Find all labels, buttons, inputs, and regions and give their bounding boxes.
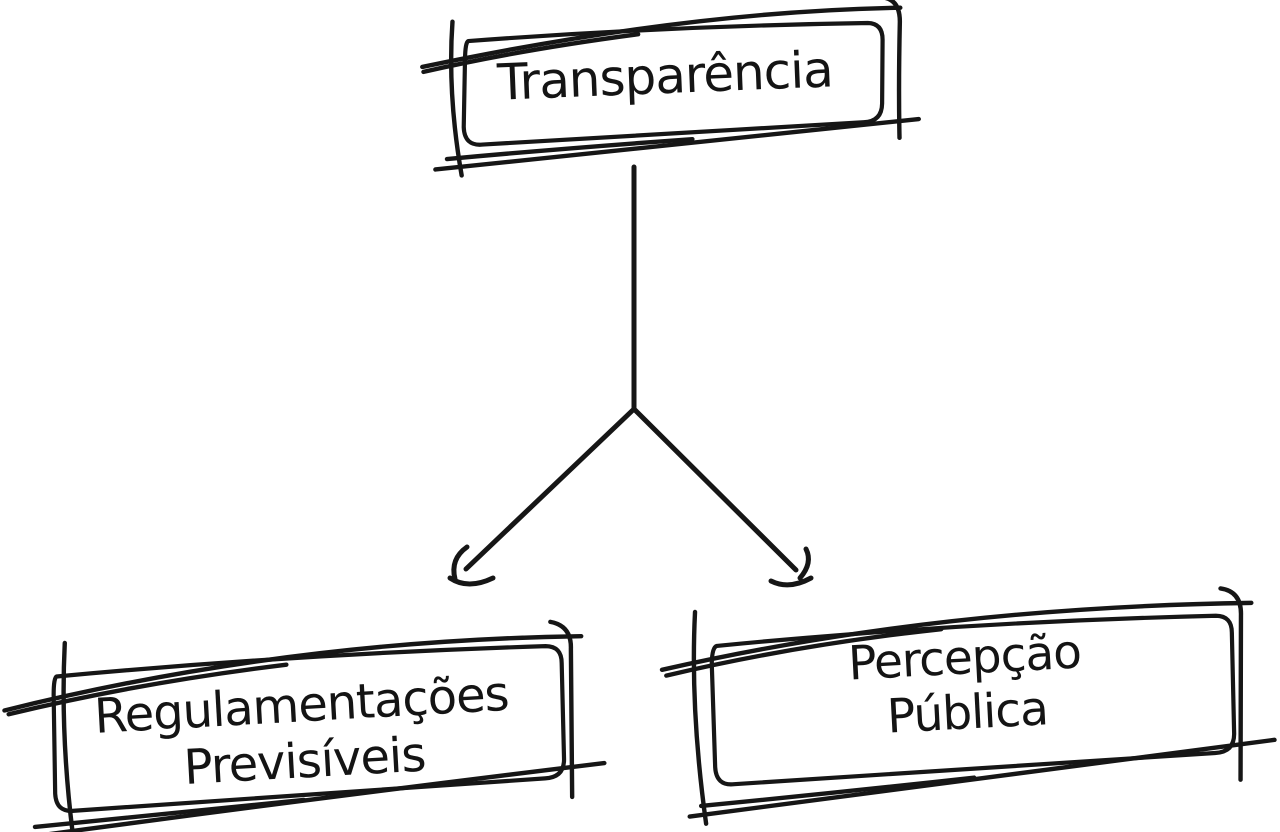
frame-outer-bottom-double — [698, 775, 977, 809]
frame-outer-right — [1218, 586, 1244, 782]
frame-outer-top — [659, 600, 1254, 673]
arrow-line-left — [463, 406, 637, 572]
arrow-to-percepcao — [631, 406, 814, 588]
frame-outer-top-double — [6, 662, 289, 717]
arrow-line-right — [631, 406, 799, 573]
arrowhead-right-icon — [768, 546, 814, 588]
arrowhead-left-icon — [447, 544, 496, 587]
frame-outer-left — [691, 609, 709, 826]
frame-outer-right — [548, 619, 575, 800]
node-label-percepcao-publica: Percepção Pública — [846, 624, 1083, 745]
frame-outer-bottom-double — [444, 136, 695, 162]
connector-split — [447, 164, 814, 588]
frame-outer-top — [420, 5, 903, 70]
frame-outer-left — [61, 640, 77, 832]
frame-outer-bottom-double — [32, 797, 307, 830]
node-label-regulamentacoes-previsiveis: Regulamentações Previsíveis — [92, 665, 510, 796]
frame-outer-right — [880, 0, 903, 141]
frame-outer-top — [2, 633, 584, 713]
node-frame-regulamentacoes — [2, 619, 607, 832]
frame-outer-top-double — [664, 626, 944, 678]
frame-outer-bottom — [21, 760, 607, 832]
node-frame-transparencia — [420, 0, 921, 178]
frame-outer-bottom — [433, 116, 921, 172]
arrow-to-regulamentacoes — [447, 406, 637, 587]
node-frame-percepcao — [659, 586, 1277, 826]
frame-inner-rect — [461, 20, 885, 147]
frame-outer-left — [448, 19, 464, 178]
frame-outer-top-double — [421, 32, 641, 75]
frame-outer-bottom — [687, 737, 1277, 819]
